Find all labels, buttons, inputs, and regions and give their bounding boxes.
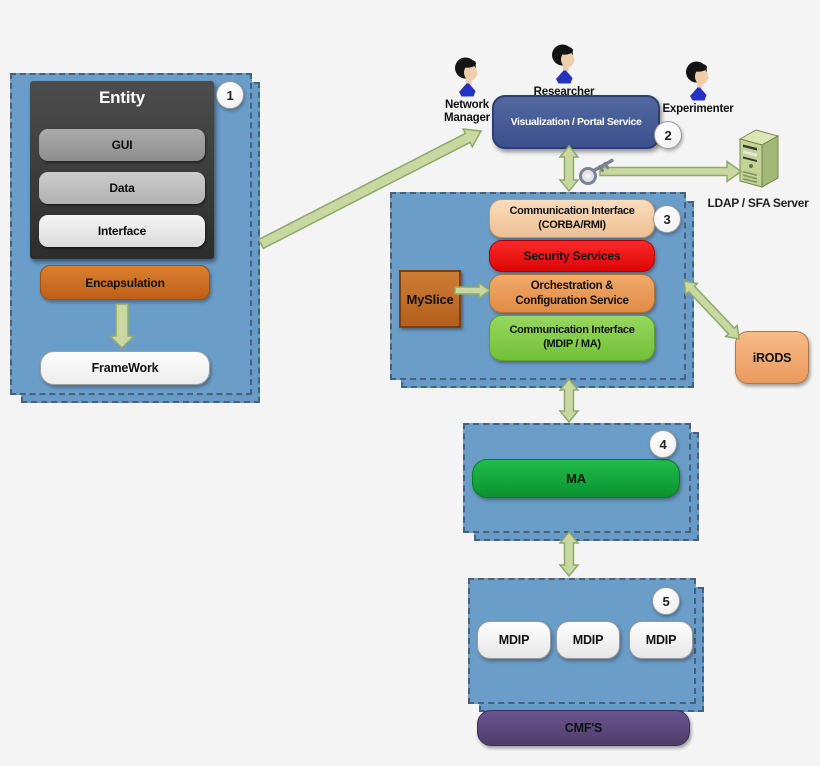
entity-box: Entity GUI Data Interface	[30, 81, 214, 259]
ma-group: 4 MA	[463, 423, 699, 541]
actor-label: Researcher	[533, 86, 595, 98]
box-label-line2: Configuration Service	[515, 294, 629, 307]
ldap-server-label: LDAP / SFA Server	[707, 196, 809, 210]
badge-1: 1	[216, 81, 244, 109]
mdip-box-1: MDIP	[477, 621, 551, 659]
cmfs-box: CMF'S	[477, 710, 690, 746]
person-icon	[455, 57, 479, 97]
badge-4: 4	[649, 430, 677, 458]
actor-label: Network Manager	[444, 99, 490, 125]
key-icon	[579, 158, 614, 185]
person-icon	[686, 61, 710, 101]
encapsulation-box: Encapsulation	[40, 265, 210, 300]
badge-5: 5	[652, 587, 680, 615]
actor-network-manager: Network Manager	[434, 57, 500, 125]
mdip-box-2: MDIP	[556, 621, 620, 659]
services-group: Communication Interface (CORBA/RMI) 3 Se…	[390, 192, 694, 388]
box-label-line2: (MDIP / MA)	[543, 338, 601, 350]
ma-box: MA	[472, 459, 680, 498]
mdip-group: 5 MDIP MDIP MDIP	[468, 578, 704, 712]
box-label-line1: Orchestration &	[530, 280, 614, 293]
irods-box: iRODS	[735, 331, 809, 384]
arrow-portal-to-ldap	[599, 160, 743, 183]
actor-experimenter: Experimenter	[655, 61, 741, 116]
actor-label: Experimenter	[662, 103, 734, 115]
person-icon	[552, 44, 576, 84]
arrow-portal-services	[558, 144, 580, 193]
myslice-box: MySlice	[399, 270, 461, 328]
ldap-server-icon	[738, 129, 780, 188]
communication-interface-mdip-box: Communication Interface (MDIP / MA)	[489, 315, 655, 361]
mdip-box-3: MDIP	[629, 621, 693, 659]
badge-3: 3	[653, 205, 681, 233]
interface-box: Interface	[39, 215, 205, 247]
box-label-line1: Communication Interface	[509, 324, 635, 337]
box-label-line2: (CORBA/RMI)	[538, 218, 606, 231]
data-box: Data	[39, 172, 205, 204]
orchestration-configuration-box: Orchestration & Configuration Service	[489, 274, 655, 313]
entity-group: 1 Entity GUI Data Interface Encapsulatio…	[10, 73, 260, 403]
visualization-portal-service-box: Visualization / Portal Service	[492, 95, 660, 149]
gui-box: GUI	[39, 129, 205, 161]
actor-researcher: Researcher	[527, 44, 601, 99]
badge-2: 2	[654, 121, 682, 149]
communication-interface-corba-box: Communication Interface (CORBA/RMI)	[489, 199, 655, 238]
entity-title: Entity	[98, 88, 146, 107]
framework-box: FrameWork	[40, 351, 210, 385]
box-label-line1: Communication Interface	[509, 204, 635, 217]
security-services-box: Security Services	[489, 240, 655, 272]
